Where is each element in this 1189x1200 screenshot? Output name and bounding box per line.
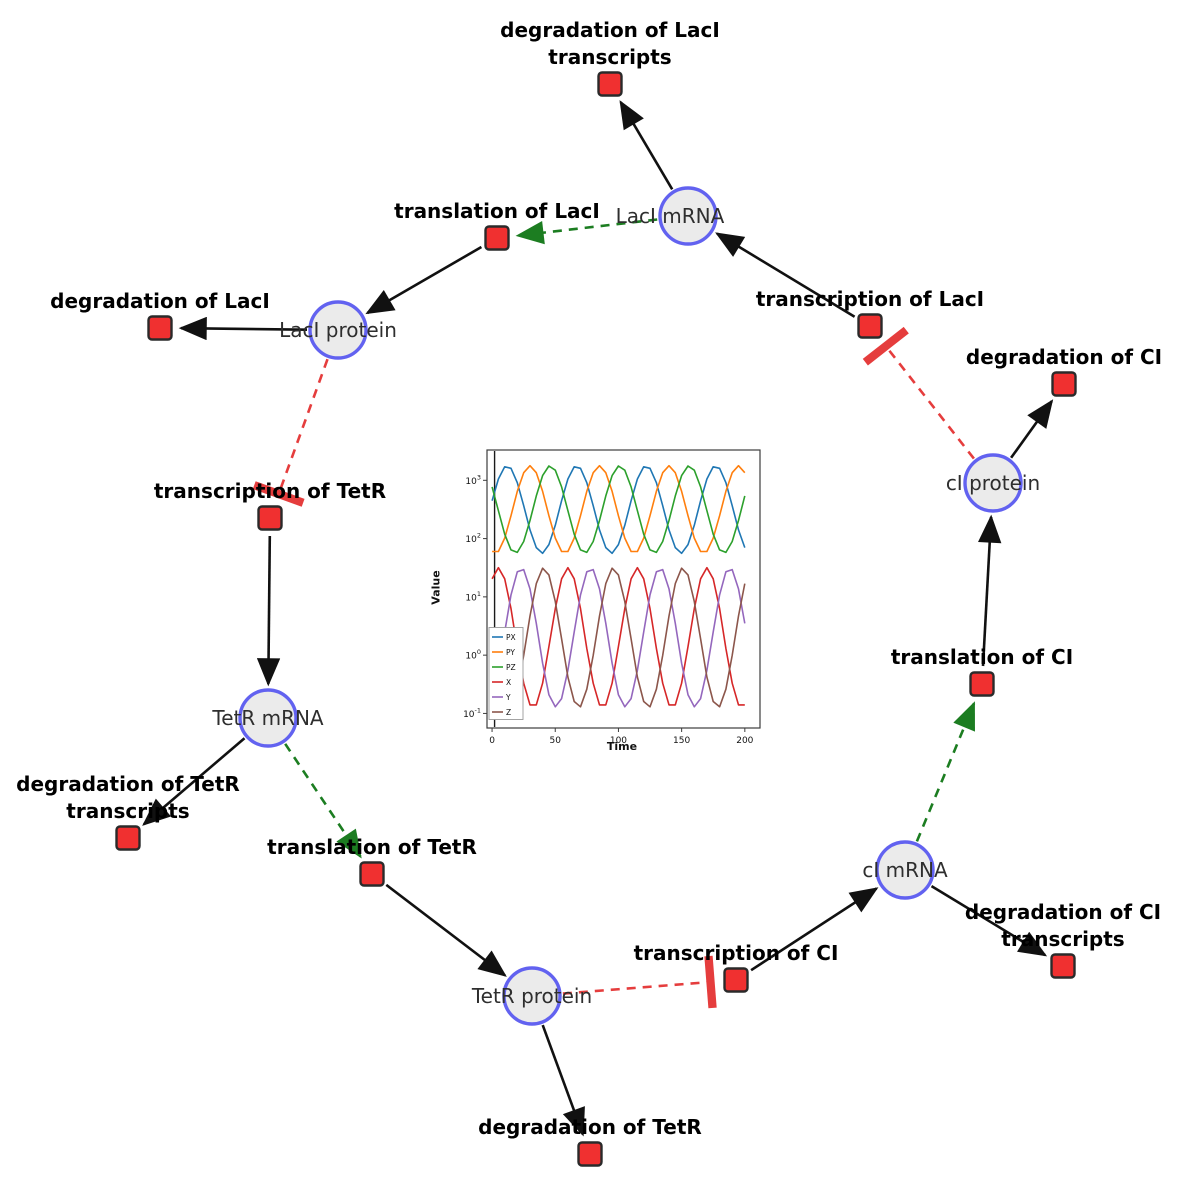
chart-legend: PX PY PZ XYZ	[488, 627, 524, 720]
reaction-node-deg-ci[interactable]	[1051, 371, 1077, 397]
y-tick-label: 100	[465, 648, 481, 662]
reaction-node-deg-tetr-transcripts[interactable]	[115, 825, 141, 851]
species-label-tetr-mrna: TetR mRNA	[211, 706, 324, 730]
edge-inhibition-ci-protein--transcription-laci	[862, 326, 975, 460]
reaction-label-transcription-laci: transcription of LacI	[756, 287, 984, 311]
reaction-label-deg-tetr-transcripts-line2: transcripts	[66, 799, 189, 823]
chart-xlabel: Time	[606, 740, 638, 753]
x-tick-label: 100	[610, 736, 627, 746]
reaction-label-transcription-tetr: transcription of TetR	[154, 479, 386, 503]
reaction-node-transcription-tetr[interactable]	[257, 505, 283, 531]
reaction-node-translation-ci[interactable]	[969, 671, 995, 697]
legend-label-X: X	[506, 678, 511, 687]
chart-plot-area	[486, 449, 761, 729]
y-tick-label: 101	[465, 590, 481, 604]
reaction-label-deg-ci-transcripts-line1: degradation of CI	[965, 900, 1161, 924]
series-line-Y	[491, 568, 746, 708]
x-tick-label: 0	[489, 736, 495, 746]
legend-label-Y: Y	[505, 693, 511, 702]
edge-consumption-tetr-mrna--deg-tetr-transcripts	[142, 737, 246, 826]
reaction-node-deg-tetr[interactable]	[577, 1141, 603, 1167]
reaction-label-deg-laci: degradation of LacI	[50, 289, 270, 313]
legend-label-PX: PX	[506, 633, 516, 642]
reaction-label-deg-laci-transcripts-line2: transcripts	[548, 45, 671, 69]
reaction-label-deg-tetr: degradation of TetR	[478, 1115, 702, 1139]
edge-consumption-ci-mrna--deg-ci-transcripts	[930, 884, 1048, 957]
species-node-ci-protein[interactable]	[963, 453, 1023, 513]
reaction-node-deg-ci-transcripts[interactable]	[1050, 953, 1076, 979]
reaction-node-translation-laci[interactable]	[484, 225, 510, 251]
y-tick-label: 102	[465, 532, 481, 546]
series-line-X	[491, 566, 745, 706]
reaction-label-translation-laci: translation of LacI	[394, 199, 600, 223]
species-node-tetr-protein[interactable]	[502, 966, 562, 1026]
inset-chart: 103 102 101 100 10-1 0 50 100 150 200 PX PY PZ XYZ	[463, 449, 761, 746]
y-tick-label: 103	[465, 473, 481, 487]
reaction-label-translation-ci: translation of CI	[891, 645, 1073, 669]
species-label-tetr-protein: TetR protein	[471, 984, 592, 1008]
legend-box	[488, 627, 524, 720]
legend-label-PZ: PZ	[506, 663, 516, 672]
x-tick-label: 50	[550, 736, 562, 746]
reaction-label-deg-tetr-transcripts-line1: degradation of TetR	[16, 772, 240, 796]
reaction-label-deg-laci-transcripts-line1: degradation of LacI	[500, 18, 720, 42]
edge-consumption-laci-protein--deg-laci	[178, 316, 308, 341]
species-node-laci-protein[interactable]	[308, 300, 368, 360]
nodes-layer	[115, 71, 1077, 1167]
edges-layer	[142, 100, 1054, 1137]
edge-production-translation-laci--laci-protein	[365, 245, 483, 315]
reaction-label-translation-tetr: translation of TetR	[267, 835, 477, 859]
reaction-node-transcription-laci[interactable]	[857, 313, 883, 339]
reaction-label-transcription-ci: transcription of CI	[634, 941, 839, 965]
edge-production-translation-ci--ci-protein	[978, 514, 1002, 667]
edge-consumption-ci-protein--deg-ci	[1010, 399, 1054, 459]
legend-label-PY: PY	[506, 648, 515, 657]
reaction-node-translation-tetr[interactable]	[359, 861, 385, 887]
x-tick-label: 200	[736, 736, 753, 746]
reaction-node-transcription-ci[interactable]	[723, 967, 749, 993]
chart-ylabel: Value	[429, 570, 443, 605]
species-node-tetr-mrna[interactable]	[238, 688, 298, 748]
species-label-ci-protein: cI protein	[946, 471, 1040, 495]
reaction-node-deg-laci-transcripts[interactable]	[597, 71, 623, 97]
legend-label-Z: Z	[506, 708, 511, 717]
series-line-PZ	[491, 465, 746, 554]
species-label-ci-mrna: cI mRNA	[862, 858, 948, 882]
y-tick-label: 10-1	[463, 706, 481, 720]
reaction-label-deg-ci: degradation of CI	[966, 345, 1162, 369]
edge-production-translation-tetr--tetr-protein	[385, 883, 507, 977]
species-node-ci-mrna[interactable]	[875, 840, 935, 900]
edge-inhibition-laci-protein--transcription-tetr	[252, 358, 329, 507]
edge-modifier-tetr-mrna--translation-tetr	[284, 743, 362, 859]
edge-production-transcription-tetr--tetr-mrna	[256, 535, 281, 687]
edge-modifier-laci-mrna--translation-laci	[515, 218, 658, 245]
reaction-label-deg-ci-transcripts-line2: transcripts	[1001, 927, 1124, 951]
edge-modifier-ci-mrna--translation-ci	[915, 701, 976, 842]
species-label-laci-protein: LacI protein	[279, 318, 397, 342]
edge-production-transcription-laci--laci-mrna	[715, 232, 856, 318]
edge-consumption-laci-mrna--deg-laci-transcripts	[619, 100, 674, 190]
reaction-node-deg-laci[interactable]	[147, 315, 173, 341]
species-node-laci-mrna[interactable]	[658, 186, 718, 246]
species-label-laci-mrna: LacI mRNA	[616, 204, 725, 228]
edge-production-transcription-ci--ci-mrna	[750, 887, 879, 972]
series-line-Z	[491, 567, 746, 708]
x-tick-label: 150	[673, 736, 690, 746]
edge-consumption-tetr-protein--deg-tetr	[541, 1024, 585, 1137]
series-line-PY	[492, 464, 746, 553]
